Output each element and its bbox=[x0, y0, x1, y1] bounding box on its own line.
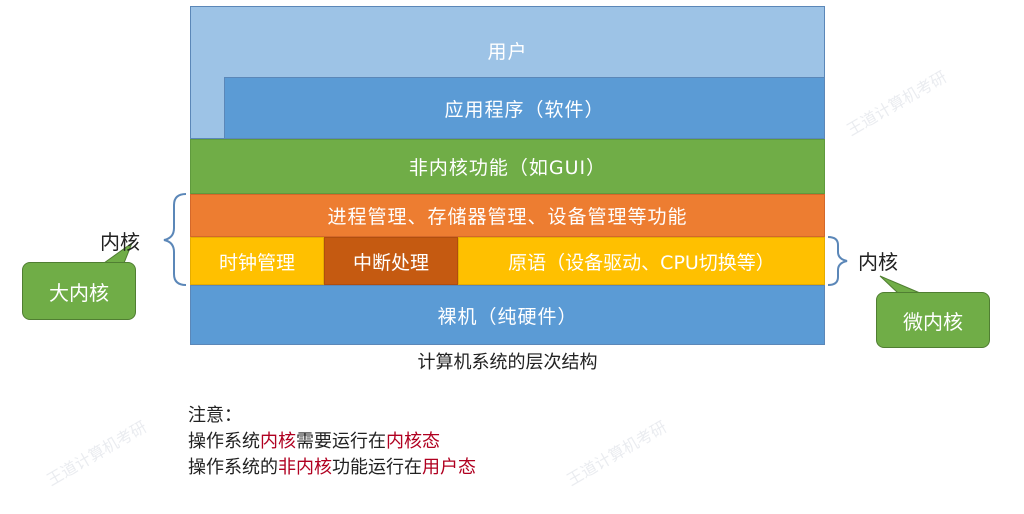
notes-line-1-highlight: 内核态 bbox=[386, 431, 440, 452]
diagram-caption: 计算机系统的层次结构 bbox=[417, 352, 598, 373]
hardware-layer-label: 裸机（纯硬件） bbox=[437, 305, 578, 328]
user-layer-label: 用户 bbox=[487, 41, 528, 63]
non-kernel-layer-label: 非内核功能（如GUI） bbox=[408, 157, 607, 179]
clock-management-label: 时钟管理 bbox=[218, 251, 295, 274]
hardware-layer: 裸机（纯硬件） bbox=[190, 285, 825, 345]
big-kernel-label: 大内核 bbox=[49, 280, 109, 305]
application-layer: 应用程序（软件） bbox=[224, 77, 825, 139]
right-kernel-brace bbox=[827, 236, 848, 286]
process-management-layer: 进程管理、存储器管理、设备管理等功能 bbox=[190, 194, 825, 237]
notes: 注意： 操作系统内核需要运行在内核态 操作系统的非内核功能运行在用户态 bbox=[188, 403, 476, 481]
non-kernel-layer: 非内核功能（如GUI） bbox=[190, 139, 825, 194]
interrupt-handling-block: 中断处理 bbox=[324, 237, 458, 285]
micro-kernel-callout-tail bbox=[879, 275, 921, 294]
notes-line-2-text: 功能运行在 bbox=[332, 457, 422, 478]
notes-line-1: 操作系统内核需要运行在内核态 bbox=[188, 429, 476, 455]
notes-line-2: 操作系统的非内核功能运行在用户态 bbox=[188, 455, 476, 481]
micro-kernel-label: 微内核 bbox=[903, 309, 963, 334]
application-layer-label: 应用程序（软件） bbox=[444, 98, 605, 121]
clock-management-block: 时钟管理 bbox=[190, 237, 324, 285]
notes-line-1-text: 需要运行在 bbox=[296, 431, 386, 452]
notes-line-1-text: 操作系统 bbox=[188, 431, 260, 452]
process-management-label: 进程管理、存储器管理、设备管理等功能 bbox=[327, 206, 688, 228]
notes-line-2-text: 操作系统的 bbox=[188, 457, 278, 478]
right-kernel-label: 内核 bbox=[858, 250, 898, 274]
notes-line-2-highlight: 非内核 bbox=[278, 457, 332, 478]
notes-line-1-highlight: 内核 bbox=[260, 431, 296, 452]
micro-kernel-callout: 微内核 bbox=[876, 292, 990, 348]
notes-heading: 注意： bbox=[188, 405, 242, 426]
big-kernel-callout: 大内核 bbox=[22, 262, 136, 320]
left-kernel-brace bbox=[163, 193, 187, 286]
left-kernel-label: 内核 bbox=[100, 230, 140, 254]
primitives-label: 原语（设备驱动、CPU切换等） bbox=[508, 251, 775, 274]
interrupt-handling-label: 中断处理 bbox=[352, 251, 429, 274]
primitives-block: 原语（设备驱动、CPU切换等） bbox=[458, 237, 825, 285]
notes-line-2-highlight: 用户态 bbox=[422, 457, 476, 478]
